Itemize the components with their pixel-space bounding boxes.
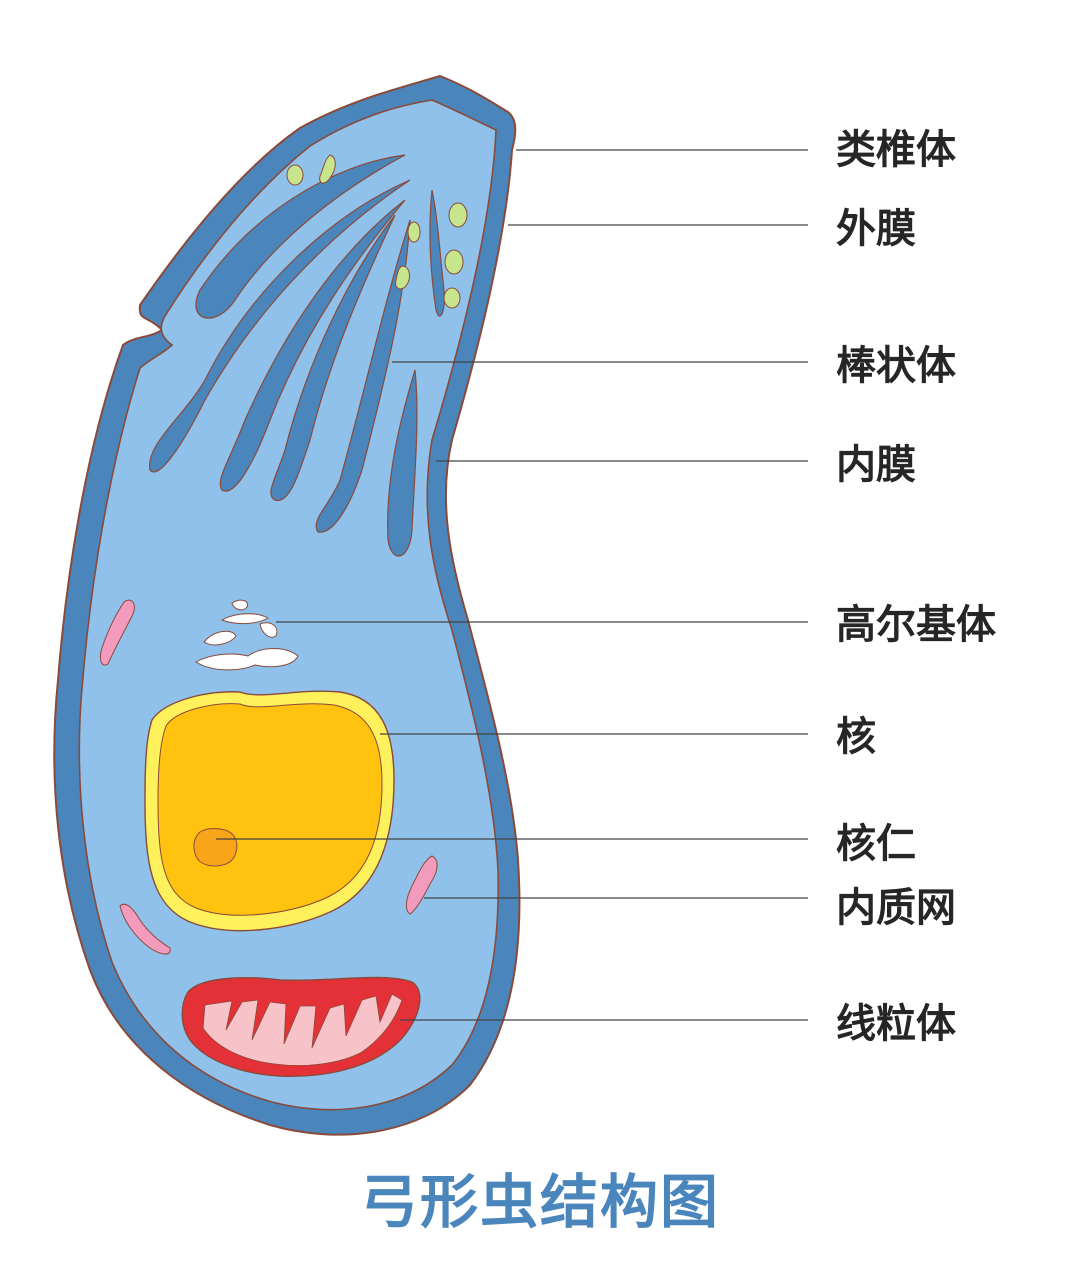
microneme-5 (444, 249, 464, 275)
label-outer-membrane: 外膜 (836, 206, 916, 252)
er-fragment-2 (405, 855, 438, 915)
rhoptries (149, 154, 445, 557)
label-mitochondrion: 线粒体 (836, 1001, 956, 1047)
golgi-cisterna-5 (195, 648, 299, 671)
golgi-apparatus (195, 599, 299, 671)
label-er: 内质网 (836, 885, 956, 931)
label-nucleolus: 核仁 (836, 821, 916, 867)
golgi-cisterna-4 (259, 622, 278, 638)
rhoptry-7 (429, 189, 445, 317)
golgi-cisterna-2 (220, 613, 269, 625)
er-fragment-1 (99, 599, 135, 666)
rhoptry-3 (219, 199, 406, 492)
er-fragment-3 (119, 903, 171, 955)
golgi-cisterna-3 (203, 630, 237, 646)
microneme-6 (395, 265, 410, 290)
rhoptry-5 (315, 219, 411, 533)
label-inner-membrane: 内膜 (836, 442, 916, 488)
leader-lines (216, 149, 808, 1021)
rhoptry-6 (387, 369, 418, 557)
micronemes (286, 154, 468, 309)
microneme-2 (319, 154, 336, 184)
microneme-4 (407, 221, 421, 243)
nucleus (157, 703, 383, 916)
nucleolus (193, 828, 238, 867)
label-conoid: 类椎体 (836, 127, 956, 173)
label-nucleus: 核 (836, 714, 876, 760)
microneme-1 (286, 164, 304, 186)
label-golgi: 高尔基体 (836, 602, 996, 648)
endoplasmic-reticulum (99, 599, 438, 955)
rhoptry-1 (195, 154, 406, 319)
rhoptry-2 (149, 179, 411, 473)
rhoptry-4 (270, 214, 396, 501)
label-rhoptry: 棒状体 (836, 343, 956, 389)
golgi-cisterna-1 (231, 599, 249, 611)
microneme-7 (443, 287, 461, 309)
mitochondrion-cristae (202, 993, 403, 1066)
microneme-3 (448, 202, 468, 228)
diagram-caption: 弓形虫结构图 (360, 1168, 720, 1236)
labels: 类椎体 外膜 棒状体 内膜 高尔基体 核 核仁 内质网 线粒体 (836, 127, 996, 1047)
